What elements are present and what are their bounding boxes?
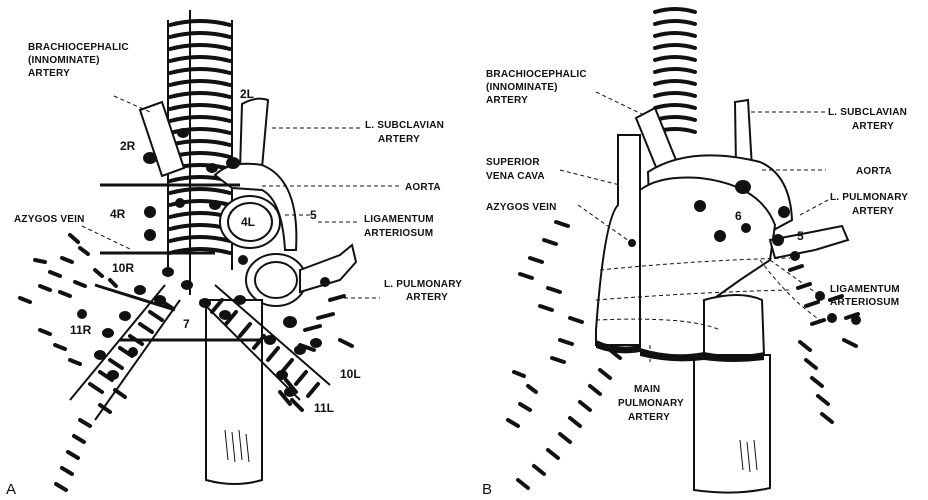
panel-b-subclavian-label: L. SUBCLAVIAN ARTERY [828,107,910,132]
lymph-node [143,152,157,164]
panel-b-pulmonary-label: L. PULMONARY ARTERY [830,192,911,217]
lymph-node [778,206,790,218]
panel-b-main-pulmonary-label: MAIN PULMONARY ARTERY [618,384,687,423]
station-5-label: 5 [310,208,317,222]
panel-b-aorta-label: AORTA [856,166,892,177]
panel-b-azygos-label: AZYGOS VEIN [486,202,557,213]
panel-b-letter: B [482,481,492,498]
station-10L-label: 10L [340,367,361,381]
panel-a-letter: A [6,481,16,498]
panel-a-brachiocephalic-label: BRACHIOCEPHALIC (INNOMINATE) ARTERY [28,42,132,79]
panel-a-pulmonary-label: L. PULMONARY ARTERY [384,279,465,303]
station-7-label: 7 [183,317,190,331]
panel-a-ligamentum-label: LIGAMENTUM ARTERIOSUM [364,214,437,239]
lymph-node [735,180,751,194]
lymph-node [694,200,706,212]
lymph-node [714,230,726,242]
lymph-node [134,285,146,295]
lymph-node [234,295,246,305]
panel-b-station-5-label: 5 [797,229,804,243]
lymph-node [320,277,330,287]
lymph-node [815,291,825,301]
panel-a-azygos-label: AZYGOS VEIN [14,214,85,225]
panel-a-subclavian-label: L. SUBCLAVIAN ARTERY [365,120,447,145]
lymph-node [94,350,106,360]
lymph-node [238,255,248,265]
lymph-node [226,157,240,169]
panel-b-trachea [655,9,695,132]
lymph-node [199,298,211,308]
lymph-node [144,206,156,218]
lymph-node [181,280,193,290]
lymph-node [276,370,288,380]
lymph-node [790,251,800,261]
lymph-node [162,267,174,277]
panel-b: BRACHIOCEPHALIC (INNOMINATE) ARTERY L. S… [482,9,911,498]
station-10R-label: 10R [112,261,134,275]
lymph-node [144,229,156,241]
lymph-node [154,295,166,305]
panel-b-pulmonary-right-lobe [704,295,764,359]
lymph-node [107,370,119,380]
lymph-node [283,316,297,328]
station-2R-label: 2R [120,139,136,153]
lymph-node [219,310,231,320]
lymph-node [209,200,221,210]
lymph-node [102,328,114,338]
lymph-node [827,313,837,323]
station-6-label: 6 [735,209,742,223]
panel-b-esophagus [694,355,770,493]
panel-a: BRACHIOCEPHALIC (INNOMINATE) ARTERY L. S… [6,10,465,498]
panel-b-brachiocephalic-label: BRACHIOCEPHALIC (INNOMINATE) ARTERY [486,69,590,106]
lymph-node [175,198,185,208]
lymph-node [119,311,131,321]
station-4R-label: 4R [110,207,126,221]
panel-a-brachiocephalic-vessel [140,102,184,176]
panel-a-aorta-label: AORTA [405,182,441,193]
lymph-node [294,345,306,355]
panel-b-svc-label: SUPERIOR VENA CAVA [486,157,545,182]
panel-a-subclavian-vessel [240,99,268,170]
station-11L-label: 11L [314,401,334,415]
lymph-node [264,335,276,345]
lymph-node [741,223,751,233]
station-2L-label: 2L [240,87,254,101]
lymph-node [77,309,87,319]
lymph-node [310,338,322,348]
station-11R-label: 11R [70,323,92,337]
panel-a-right-segmental-bronchi [20,235,125,490]
lymph-node [851,315,861,325]
lymph-node [772,234,784,246]
lymph-node [177,128,189,138]
station-4L-label: 4L [241,215,255,229]
lymph-node [284,387,296,397]
lymph-node [128,347,138,357]
lymph-node [206,163,218,173]
